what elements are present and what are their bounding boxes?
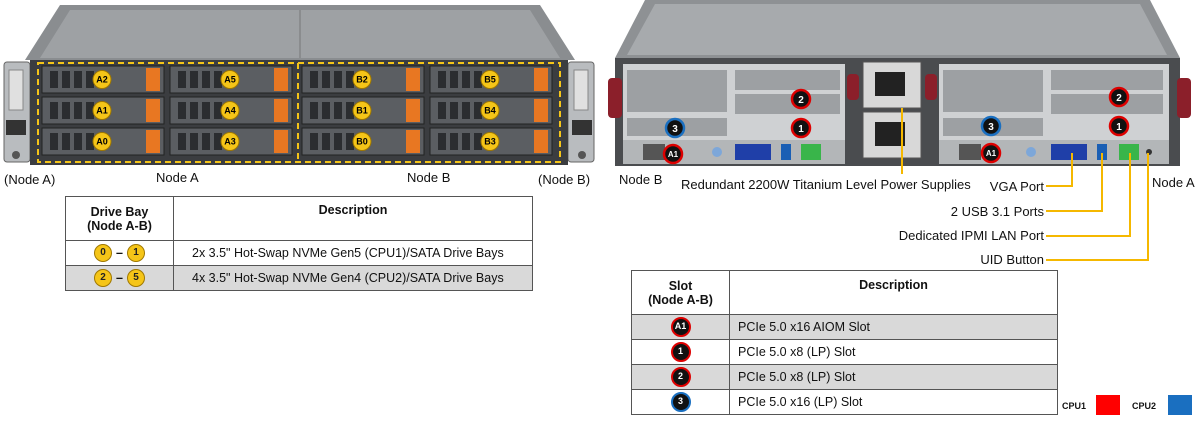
drive-bay[interactable]: A5 <box>169 65 293 94</box>
callout-line-ipmi <box>1046 153 1131 237</box>
slot-table-col-desc: Description <box>729 270 1058 315</box>
drive-table-desc: 4x 3.5" Hot-Swap NVMe Gen4 (CPU2)/SATA D… <box>173 265 533 291</box>
callout-line-vga <box>1046 153 1073 187</box>
rear-label-node-a: Node A <box>1152 175 1195 190</box>
svg-text:3: 3 <box>672 124 678 135</box>
drive-bay-from-badge: 0 <box>94 244 113 262</box>
callout-line-uid <box>1046 153 1149 261</box>
rear-chassis-svg: 2 1 3 A1 2 1 3 A1 <box>608 0 1191 166</box>
drive-bay-label: A5 <box>224 75 236 85</box>
slot-icon: A1 <box>670 317 691 337</box>
front-label-node-b: Node B <box>407 170 451 185</box>
rear-label-node-b: Node B <box>619 172 663 187</box>
drive-bay-label: B5 <box>484 75 496 85</box>
drive-bay[interactable]: B3 <box>429 127 553 156</box>
drive-bay-label: B1 <box>356 106 368 116</box>
callout-uid: UID Button <box>980 252 1044 267</box>
drive-bay-label: B4 <box>484 106 496 116</box>
drive-bay[interactable]: B0 <box>301 127 425 156</box>
front-label-node-b-outer: (Node B) <box>538 172 591 187</box>
drive-bay-from-badge: 2 <box>94 269 113 287</box>
svg-text:A1: A1 <box>986 149 997 158</box>
drive-bay-label: A1 <box>96 106 108 116</box>
rear-handle-right <box>1177 78 1191 118</box>
rear-handle-mid-right <box>925 74 937 100</box>
slot-table-desc: PCIe 5.0 x16 AIOM Slot <box>729 314 1058 340</box>
slot-badge: 3 <box>664 117 686 139</box>
drive-bay-label: A3 <box>224 137 236 147</box>
slot-table: Slot (Node A-B) Description A1 PCIe 5.0 … <box>631 270 1058 415</box>
rear-handle-mid-left <box>847 74 859 100</box>
drive-bay[interactable]: A3 <box>169 127 293 156</box>
svg-text:2: 2 <box>1116 93 1122 104</box>
drive-bay[interactable]: B4 <box>429 96 553 125</box>
slot-table-row: 1 PCIe 5.0 x8 (LP) Slot <box>631 339 1058 365</box>
slot-table-col-slot: Slot (Node A-B) <box>631 270 730 315</box>
svg-text:1: 1 <box>798 124 804 135</box>
svg-text:1: 1 <box>1116 122 1122 133</box>
svg-text:3: 3 <box>988 122 994 133</box>
drive-table-col-desc: Description <box>173 196 533 241</box>
drive-table-header: Drive Bay (Node A-B) Description <box>65 196 533 241</box>
drive-bay-table: Drive Bay (Node A-B) Description 0–1 2x … <box>65 196 533 291</box>
slot-table-row: 2 PCIe 5.0 x8 (LP) Slot <box>631 364 1058 390</box>
callout-ipmi: Dedicated IPMI LAN Port <box>898 228 1044 243</box>
drive-bay[interactable]: A4 <box>169 96 293 125</box>
rear-node-b <box>623 64 845 164</box>
cpu-legend: CPU1 CPU2 <box>1062 395 1196 419</box>
slot-icon: 1 <box>670 342 691 362</box>
slot-icon: 2 <box>670 367 691 387</box>
drive-bay-label: B2 <box>356 75 368 85</box>
slot-table-desc: PCIe 5.0 x8 (LP) Slot <box>729 339 1058 365</box>
drive-bay-label: A0 <box>96 137 108 147</box>
drive-bay-to-badge: 5 <box>126 269 145 287</box>
legend-cpu2-swatch <box>1168 395 1192 415</box>
legend-cpu2-label: CPU2 <box>1132 401 1157 411</box>
drive-table-row: 2–5 4x 3.5" Hot-Swap NVMe Gen4 (CPU2)/SA… <box>65 265 533 291</box>
svg-text:A1: A1 <box>668 150 679 159</box>
legend-cpu1-label: CPU1 <box>1062 401 1087 411</box>
svg-text:2: 2 <box>798 95 804 106</box>
front-label-node-a: Node A <box>156 170 199 185</box>
drive-bay-label: A2 <box>96 75 108 85</box>
legend-cpu1-swatch <box>1096 395 1120 415</box>
drive-bay[interactable]: A2 <box>41 65 165 94</box>
callout-line-usb <box>1046 153 1103 212</box>
slot-table-header: Slot (Node A-B) Description <box>631 270 1058 315</box>
rear-handle-left <box>608 78 622 118</box>
drive-bay-label: A4 <box>224 106 236 116</box>
drive-bay[interactable]: A1 <box>41 96 165 125</box>
drive-bay[interactable]: B1 <box>301 96 425 125</box>
slot-icon: 3 <box>670 392 691 412</box>
slot-badge: A1 <box>980 142 1002 164</box>
drive-bay[interactable]: B2 <box>301 65 425 94</box>
slot-badge: 1 <box>790 117 812 139</box>
slot-table-row: A1 PCIe 5.0 x16 AIOM Slot <box>631 314 1058 340</box>
slot-table-desc: PCIe 5.0 x16 (LP) Slot <box>729 389 1058 415</box>
slot-table-row: 3 PCIe 5.0 x16 (LP) Slot <box>631 389 1058 415</box>
slot-badge: 2 <box>1108 86 1130 108</box>
drive-bay[interactable]: A0 <box>41 127 165 156</box>
slot-badge: A1 <box>662 143 684 165</box>
slot-badge: 1 <box>1108 115 1130 137</box>
callout-usb: 2 USB 3.1 Ports <box>950 204 1044 219</box>
drive-bay[interactable]: B5 <box>429 65 553 94</box>
rear-view: 2 1 3 A1 2 1 3 A1 <box>605 0 1200 175</box>
slot-badge: 3 <box>980 115 1002 137</box>
drive-bay-label: B0 <box>356 137 368 147</box>
callout-vga: VGA Port <box>989 179 1044 194</box>
drive-bay-label: B3 <box>484 137 496 147</box>
drive-bay-to-badge: 1 <box>126 244 145 262</box>
slot-badge: 2 <box>790 88 812 110</box>
rear-label-power: Redundant 2200W Titanium Level Power Sup… <box>681 177 971 192</box>
slot-table-desc: PCIe 5.0 x8 (LP) Slot <box>729 364 1058 390</box>
rear-power-supplies <box>862 61 922 159</box>
drive-table-col-bay: Drive Bay (Node A-B) <box>65 196 174 241</box>
rear-node-a <box>939 64 1169 164</box>
front-label-node-a-outer: (Node A) <box>4 172 56 187</box>
